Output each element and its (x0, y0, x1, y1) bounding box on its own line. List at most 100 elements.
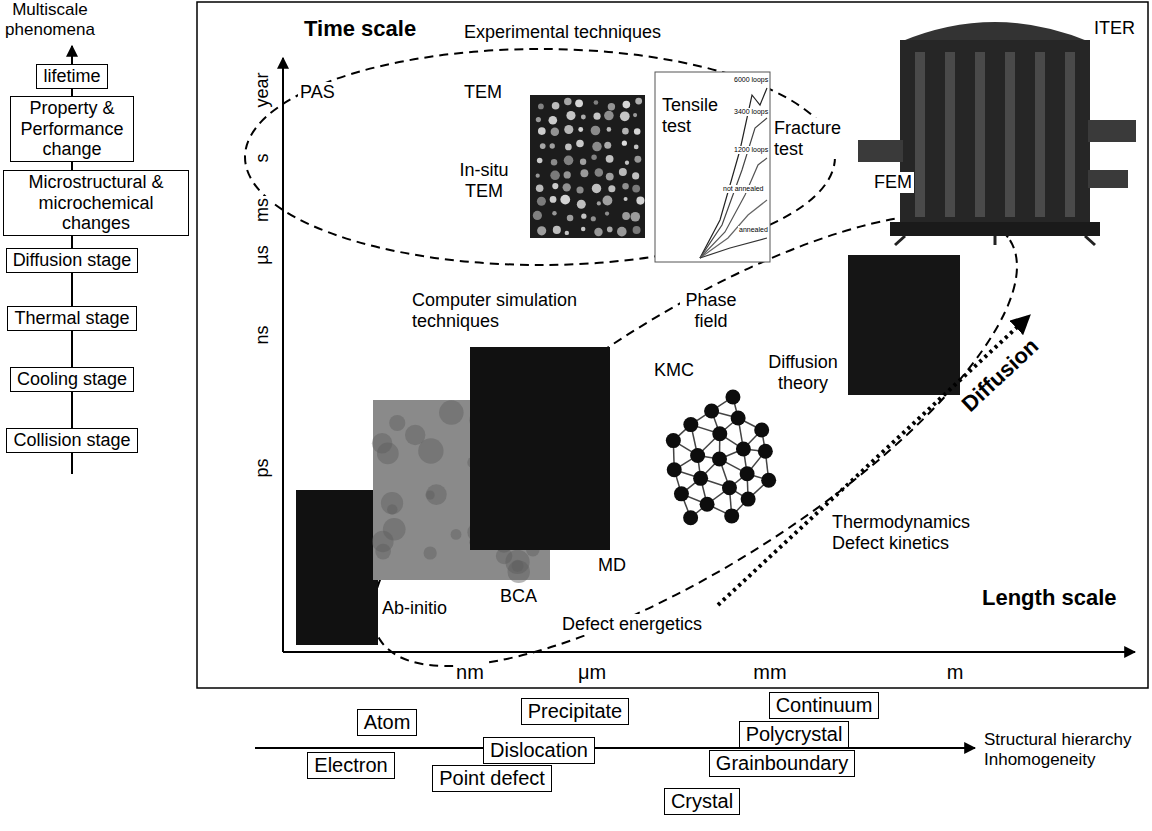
tem-defect-dot (591, 216, 596, 221)
tem-defect-dot (538, 104, 544, 110)
iter-body (900, 40, 1090, 225)
iter-coil (945, 52, 955, 217)
lattice-atom (736, 442, 751, 457)
technique-label: KMC (652, 360, 696, 381)
hierarchy-axis (255, 747, 975, 749)
tem-defect-dot (537, 197, 546, 206)
tem-defect-dot (630, 212, 640, 222)
technique-label: Fracture test (772, 118, 850, 159)
group-title: Experimental techniques (462, 22, 663, 43)
technique-label: PAS (298, 82, 337, 103)
tem-defect-dot (608, 103, 615, 110)
ab-initio-image (296, 490, 378, 645)
tem-defect-dot (592, 184, 601, 193)
tem-defect-dot (633, 113, 637, 117)
hierarchy-box: Grainboundary (709, 750, 855, 777)
tem-defect-dot (635, 98, 642, 105)
cascade-blot (381, 492, 403, 514)
axis-segment (71, 392, 73, 428)
tem-defect-dot (565, 231, 569, 235)
stage-box: Property & Performance change (10, 96, 134, 162)
technique-label: Thermodynamics Defect kinetics (830, 512, 982, 553)
tem-defect-dot (564, 98, 572, 106)
axis-segment (71, 331, 73, 367)
tem-defect-dot (550, 143, 555, 148)
box-text: Thermal stage (14, 308, 129, 329)
tem-defect-dot (591, 126, 601, 136)
tem-defect-dot (622, 183, 628, 189)
tem-defect-dot (634, 145, 639, 150)
tem-defect-dot (595, 168, 603, 176)
hierarchy-box: Electron (307, 752, 394, 779)
time-axis (282, 58, 284, 652)
chart-note: 1200 loops (733, 146, 769, 154)
hierarchy-box: Atom (357, 709, 418, 736)
hierarchy-box: Precipitate (521, 698, 630, 725)
tick-label: ns (252, 323, 273, 346)
lattice-atom (712, 426, 727, 441)
tem-image (530, 95, 645, 238)
tem-defect-dot (550, 171, 560, 181)
lattice-atom (704, 403, 719, 418)
tick-label: m (945, 661, 966, 684)
tem-defect-dot (632, 172, 639, 179)
lattice-atom (712, 451, 727, 466)
tem-defect-dot (552, 211, 556, 215)
lattice-atom (683, 510, 698, 525)
tick-label: μm (576, 661, 608, 684)
chart-note: annealed (738, 226, 769, 234)
lattice-atom (690, 448, 705, 463)
box-text: Grainboundary (716, 752, 848, 775)
device-label: ITER (1092, 18, 1137, 39)
axis-segment (71, 89, 73, 96)
tem-defect-dot (597, 201, 601, 205)
tem-defect-dot (575, 99, 583, 107)
iter-leg (994, 236, 997, 245)
tem-defect-dot (624, 197, 628, 201)
tem-defect-dot (553, 226, 561, 234)
axis-segment (71, 236, 73, 248)
tem-defect-dot (580, 169, 588, 177)
hierarchy-box: Polycrystal (739, 721, 850, 748)
tem-defect-dot (538, 127, 546, 135)
arrow-label: Diffusion (955, 332, 1045, 418)
tem-defect-dot (536, 117, 541, 122)
tem-defect-dot (608, 185, 615, 192)
tem-defect-dot (576, 140, 584, 148)
lattice-atom (722, 480, 737, 495)
tem-defect-dot (580, 159, 586, 165)
tem-defect-dot (536, 184, 544, 192)
tem-defect-dot (551, 159, 557, 165)
box-text: Diffusion stage (13, 250, 132, 271)
stage-box: lifetime (36, 64, 107, 89)
kmc-lattice (666, 389, 776, 525)
iter-machine (858, 22, 1136, 245)
technique-label: Defect energetics (560, 614, 704, 635)
chart-note: not annealed (722, 185, 764, 193)
stress-curve (700, 158, 767, 258)
tem-defect-dot (633, 226, 641, 234)
tem-defect-dot (578, 127, 583, 132)
lattice-atom (674, 486, 689, 501)
tem-defect-dot (560, 195, 570, 205)
stage-box: Cooling stage (10, 367, 134, 392)
lattice-atom (683, 417, 698, 432)
iter-dome (900, 22, 1090, 42)
iter-port (1088, 120, 1136, 142)
tem-defect-dot (551, 128, 559, 136)
experimental-region (245, 49, 835, 265)
tem-defect-dot (594, 100, 599, 105)
tick-label: mm (751, 661, 788, 684)
tem-defect-dot (581, 214, 586, 219)
tick-label: s (252, 152, 273, 165)
length-axis (283, 651, 1135, 653)
tem-defect-dot (634, 128, 641, 135)
technique-label: FEM (872, 172, 914, 193)
iter-leg (895, 236, 905, 245)
tem-defect-dot (592, 142, 601, 151)
hierarchy-box: Continuum (769, 692, 880, 719)
tem-defect-dot (604, 111, 614, 121)
tem-defect-dot (549, 116, 558, 125)
tem-defect-dot (636, 197, 644, 205)
stress-curve (700, 118, 767, 258)
